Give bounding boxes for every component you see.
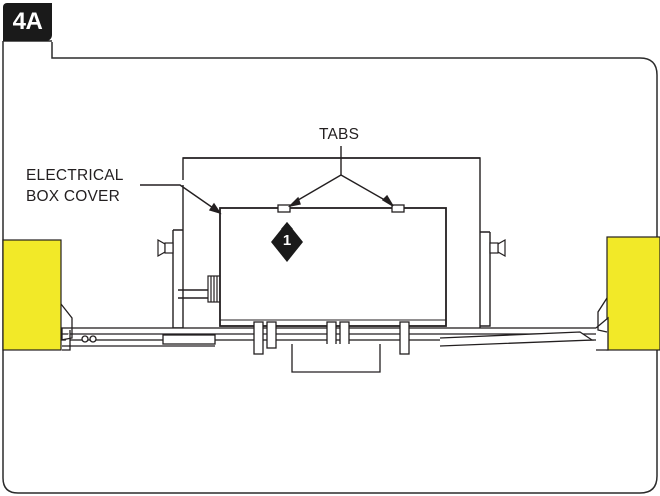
electrical-box-cover [219,207,447,327]
right-joist-block [606,236,660,351]
electrical-box-cover-callout-line2: BOX COVER [26,188,120,205]
step-diamond-marker [271,222,303,262]
step-badge [3,3,52,41]
left-end-bracket [60,303,73,341]
housing-frame [172,157,491,330]
right-wing-nut [489,238,506,258]
diagram-frame [2,41,658,494]
step-marker-number: 1 [282,232,292,249]
tab-left [277,204,291,213]
tab-right [391,204,405,213]
junction-tray [291,344,381,373]
right-end-bracket [597,297,608,333]
tabs-leader-lines [287,146,394,208]
step-number: 4A [12,8,43,35]
tabs-callout: TABS [319,126,360,143]
left-joist-block [2,239,62,351]
cable-connector [207,275,221,303]
electrical-box-cover-callout-line1: ELECTRICAL [26,167,124,184]
left-wing-nut [157,238,174,258]
box-cover-leader-line [140,184,222,215]
